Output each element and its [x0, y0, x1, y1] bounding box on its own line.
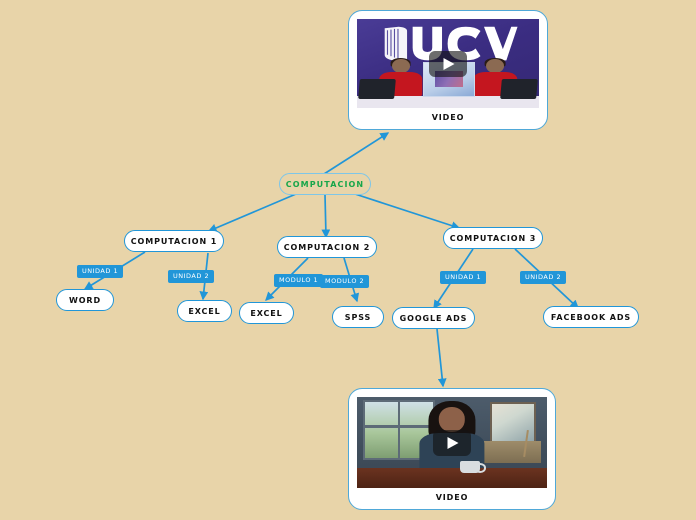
room-table [357, 467, 547, 488]
video-card-bottom[interactable]: VIDEO [348, 388, 556, 510]
edge-root-to-video-top [323, 132, 390, 175]
node-google-ads[interactable]: GOOGLE ADS [392, 307, 475, 329]
room-cabinet [484, 440, 542, 463]
node-label: COMPUTACION 2 [283, 242, 371, 252]
room-branches [513, 429, 540, 458]
edge-label-text: MODULO 2 [325, 277, 365, 285]
video-thumbnail-woman[interactable] [357, 397, 547, 488]
node-label: FACEBOOK ADS [550, 312, 632, 322]
node-computacion1[interactable]: COMPUTACION 1 [124, 230, 224, 252]
edge-label-unidad2-computacion1: UNIDAD 2 [168, 270, 215, 283]
ucv-laptop-left [357, 78, 397, 99]
node-computacion2[interactable]: COMPUTACION 2 [277, 236, 377, 258]
edge-label-unidad1-computacion3: UNIDAD 1 [440, 271, 487, 284]
ucv-laptop-right [499, 78, 539, 99]
edge-googleads-to-video-bottom [436, 328, 447, 388]
ucv-desk [357, 96, 539, 108]
node-label: COMPUTACION 1 [130, 236, 218, 246]
video-card-top[interactable]: VIDEO [348, 10, 548, 130]
edge-label-text: UNIDAD 1 [445, 273, 482, 281]
play-icon[interactable] [433, 429, 471, 456]
edge-label-text: MODULO 1 [279, 276, 319, 284]
node-excel-2[interactable]: EXCEL [239, 302, 294, 324]
video-caption: VIDEO [431, 113, 465, 122]
node-computacion3[interactable]: COMPUTACION 3 [443, 227, 543, 249]
edge-root-to-computacion3 [354, 193, 461, 230]
video-thumbnail-ucv[interactable] [357, 19, 539, 108]
edge-root-to-computacion1 [207, 193, 297, 233]
node-excel-1[interactable]: EXCEL [177, 300, 232, 322]
coffee-mug [459, 460, 487, 473]
edge-label-unidad2-computacion3: UNIDAD 2 [520, 271, 567, 284]
node-label: GOOGLE ADS [399, 313, 468, 323]
edge-label-modulo1-computacion2: MODULO 1 [274, 274, 324, 287]
node-label: EXCEL [250, 308, 283, 318]
node-facebook-ads[interactable]: FACEBOOK ADS [543, 306, 639, 328]
edge-root-to-computacion2 [321, 194, 331, 239]
play-icon[interactable] [429, 50, 467, 77]
edge-label-text: UNIDAD 2 [173, 272, 210, 280]
node-label: COMPUTACION [285, 179, 365, 189]
edge-label-modulo2-computacion2: MODULO 2 [320, 275, 370, 288]
node-label: WORD [68, 295, 102, 305]
node-computacion-root[interactable]: COMPUTACION [279, 173, 371, 195]
node-label: SPSS [344, 312, 372, 322]
edge-label-text: UNIDAD 2 [525, 273, 562, 281]
node-spss[interactable]: SPSS [332, 306, 384, 328]
node-label: COMPUTACION 3 [449, 233, 537, 243]
node-label: EXCEL [188, 306, 221, 316]
edge-label-unidad1-computacion1: UNIDAD 1 [77, 265, 124, 278]
video-caption: VIDEO [435, 493, 469, 502]
node-word[interactable]: WORD [56, 289, 114, 311]
edge-label-text: UNIDAD 1 [82, 267, 119, 275]
